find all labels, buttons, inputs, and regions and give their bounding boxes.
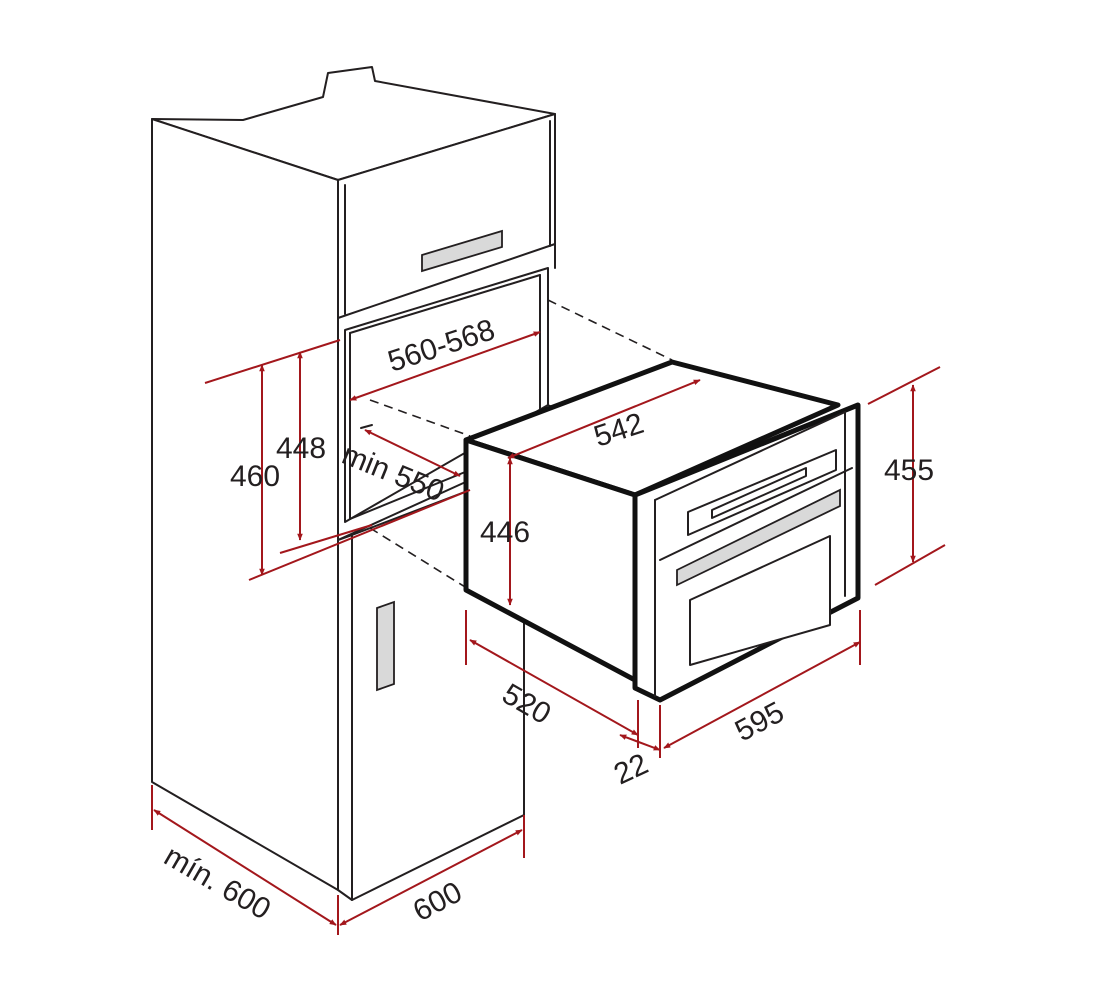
label-front-height: 455 bbox=[884, 454, 934, 487]
dim-ext-front-bottom bbox=[874, 544, 946, 586]
lower-door-handle bbox=[376, 600, 395, 692]
label-niche-height-inner: 448 bbox=[276, 432, 326, 465]
dim-panel-thickness-line bbox=[619, 734, 661, 751]
dim-cabinet-width-line bbox=[339, 829, 523, 926]
label-front-width: 595 bbox=[730, 696, 790, 749]
label-panel-thickness: 22 bbox=[609, 747, 653, 791]
dim-body-depth-line bbox=[469, 639, 639, 736]
built-in-oven bbox=[463, 359, 861, 703]
dimension-lines bbox=[151, 331, 946, 935]
cabinet-lower-door bbox=[337, 534, 353, 901]
dim-cabinet-depth-line bbox=[153, 809, 337, 926]
dim-ext-niche-bottom bbox=[248, 489, 471, 581]
cabinet-left-side bbox=[151, 118, 339, 891]
dim-ext-niche-top bbox=[204, 339, 341, 384]
label-niche-height-outer: 460 bbox=[230, 460, 280, 493]
dim-front-width-line bbox=[663, 641, 861, 749]
label-cabinet-front-width: 600 bbox=[408, 876, 468, 929]
display-window bbox=[711, 467, 807, 519]
dim-niche-width-line bbox=[349, 331, 541, 401]
dim-niche-depth-line bbox=[364, 429, 461, 477]
label-body-height: 446 bbox=[480, 516, 530, 549]
label-cabinet-side-depth: mín. 600 bbox=[159, 839, 277, 926]
oven-door-handle bbox=[676, 488, 841, 587]
upper-door-handle bbox=[421, 229, 503, 273]
dim-ext-niche-inner bbox=[279, 524, 373, 554]
dim-body-width-line bbox=[507, 379, 701, 459]
dim-ext-front-top bbox=[867, 366, 941, 405]
